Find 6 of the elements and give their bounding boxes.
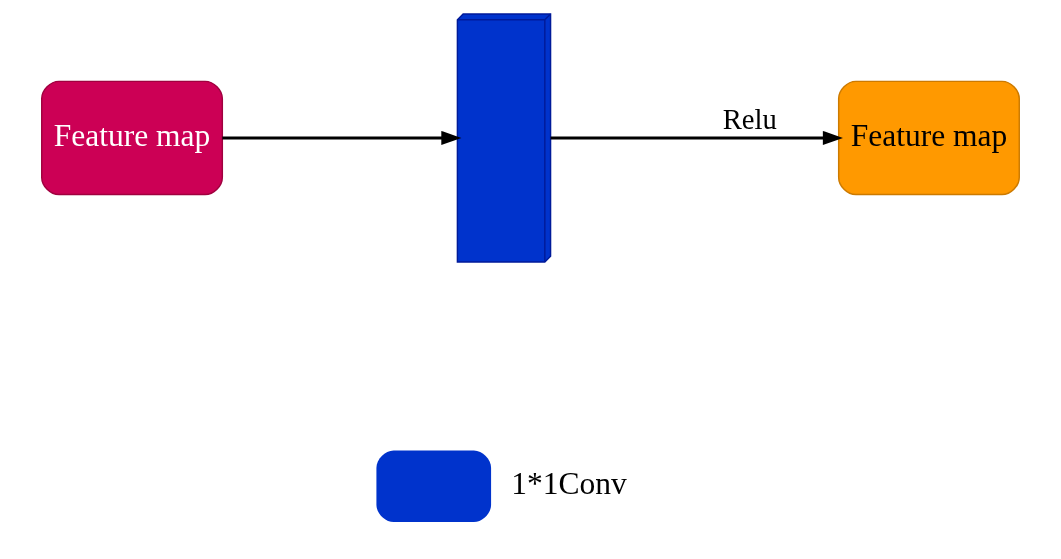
legend-label: 1*1Conv — [511, 466, 627, 502]
arrow — [550, 130, 843, 145]
edge-label: Relu — [722, 103, 777, 136]
node-box: Feature map — [837, 80, 1020, 196]
node-box: Feature map — [41, 80, 224, 196]
arrow — [222, 130, 462, 145]
